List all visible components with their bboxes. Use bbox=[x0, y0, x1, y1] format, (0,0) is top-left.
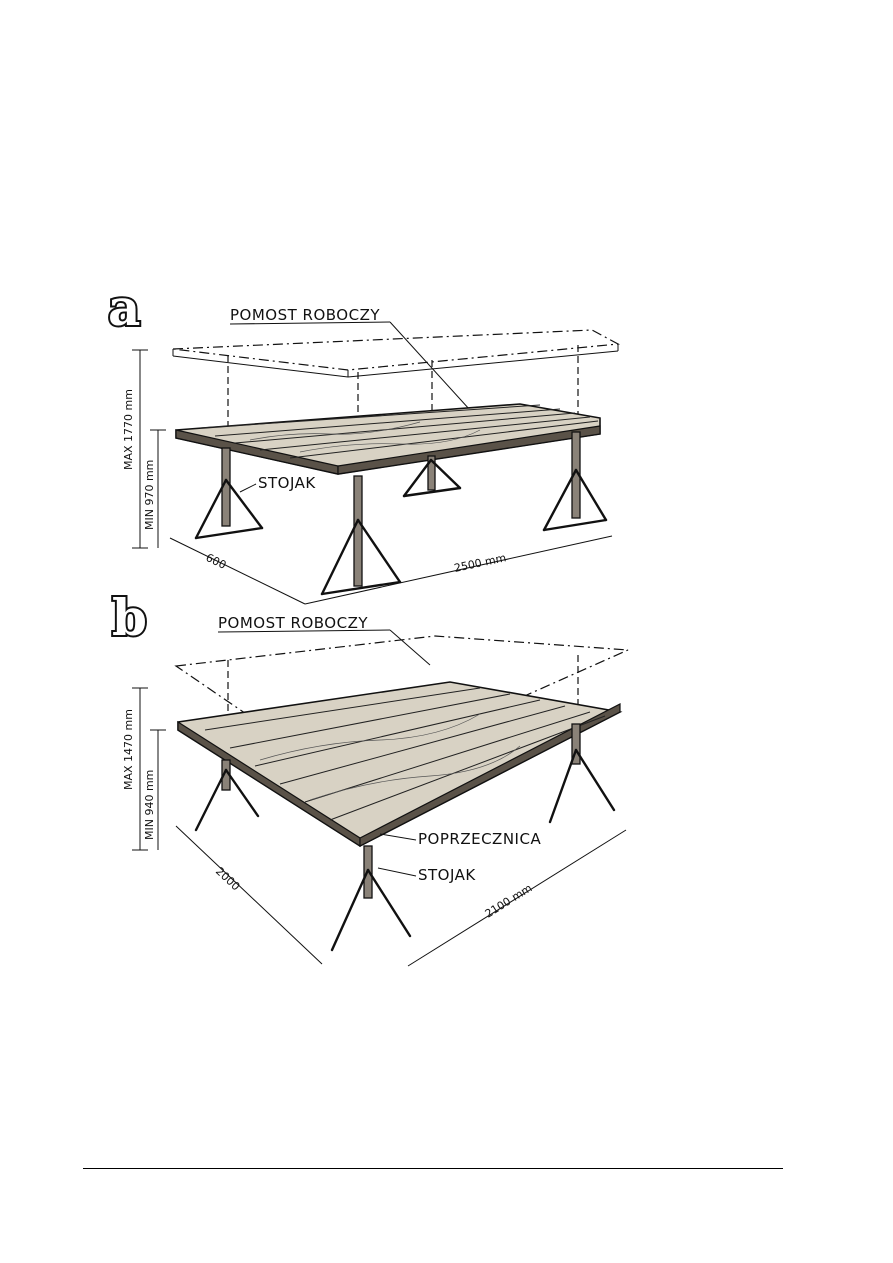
figure-a-stand-label: STOJAK bbox=[258, 474, 316, 492]
figure-a-width: 600 bbox=[204, 551, 229, 572]
figure-b-letter: b bbox=[112, 588, 147, 647]
figure-b-stand-front bbox=[330, 845, 412, 952]
figure-b-max-height: MAX 1470 mm bbox=[122, 709, 135, 790]
footer-rule bbox=[83, 1168, 783, 1169]
figure-b-length: 2100 mm bbox=[483, 881, 535, 920]
figure-b-min-height: MIN 940 mm bbox=[143, 770, 156, 840]
figure-a-length: 2500 mm bbox=[453, 551, 507, 575]
figure-a-stand-right bbox=[542, 431, 608, 532]
figure-a-stand-middle bbox=[402, 455, 462, 498]
figure-b: b POMOST ROBOCZY bbox=[110, 586, 629, 967]
figure-a-letter: a bbox=[108, 278, 140, 337]
figure-b-stand-right bbox=[548, 723, 616, 824]
figure-b-platform-label: POMOST ROBOCZY bbox=[218, 614, 368, 632]
figure-b-crossbar-label: POPRZECZNICA bbox=[418, 830, 541, 848]
figure-b-width: 2000 bbox=[213, 865, 242, 894]
figure-a-max-height: MAX 1770 mm bbox=[122, 389, 135, 470]
figure-b-stand-label: STOJAK bbox=[418, 866, 476, 884]
figure-a-stand-left bbox=[194, 447, 264, 540]
figure-a-platform-label: POMOST ROBOCZY bbox=[230, 306, 380, 324]
figure-b-stand-left bbox=[194, 759, 260, 832]
figure-a-min-height: MIN 970 mm bbox=[143, 460, 156, 530]
figure-a-stand-front bbox=[320, 475, 402, 596]
figure-a: a POMOST ROBOCZY bbox=[106, 276, 621, 605]
